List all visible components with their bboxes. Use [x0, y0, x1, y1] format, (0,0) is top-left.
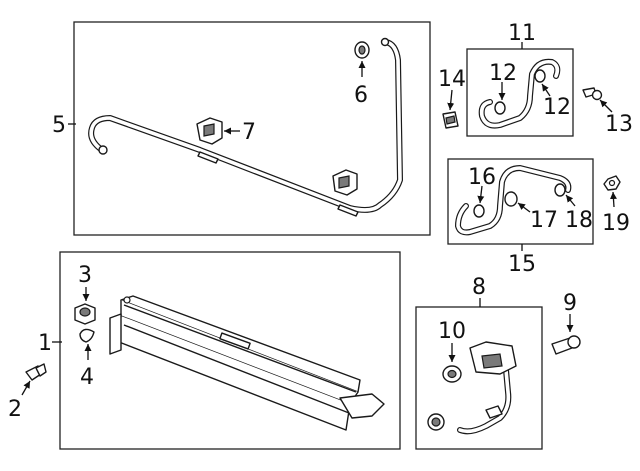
- callout-1: 1: [38, 331, 52, 356]
- leader-2: [21, 380, 31, 396]
- clip-4: [79, 328, 95, 343]
- leader-12b: [541, 83, 551, 97]
- hose-assembly-15: [455, 165, 572, 236]
- callout-16: 16: [468, 165, 496, 190]
- leader-14: [447, 89, 455, 111]
- callout-4: 4: [80, 365, 94, 390]
- bolt-9: [551, 335, 581, 355]
- oil-cooler-1: [109, 295, 385, 431]
- callout-19: 19: [602, 211, 630, 236]
- clip-5b: [332, 169, 358, 196]
- callout-11: 11: [508, 21, 536, 46]
- fitting-3: [74, 303, 96, 325]
- leader-19: [609, 191, 617, 208]
- callout-3: 3: [78, 263, 92, 288]
- callout-12b: 12: [543, 95, 571, 120]
- callout-13: 13: [605, 112, 633, 137]
- seal-10: [442, 365, 462, 383]
- leader-16: [477, 185, 485, 204]
- clip-14: [442, 111, 459, 129]
- callout-14: 14: [438, 67, 466, 92]
- callout-8: 8: [472, 275, 486, 300]
- callout-10: 10: [438, 319, 466, 344]
- cooler-line-assembly: [88, 37, 403, 217]
- callout-2: 2: [8, 397, 22, 422]
- clip-7: [196, 117, 223, 145]
- washer-6: [354, 41, 370, 59]
- callout-7: 7: [242, 120, 256, 145]
- callout-6: 6: [354, 83, 368, 108]
- hose-assembly-11: [478, 58, 561, 129]
- callout-9: 9: [563, 291, 577, 316]
- leader-13: [599, 99, 613, 113]
- callout-15: 15: [508, 252, 536, 277]
- bolt-2: [25, 363, 47, 381]
- nut-19: [603, 175, 621, 191]
- callout-17: 17: [530, 208, 558, 233]
- line-assembly-8: [457, 341, 517, 435]
- callout-18: 18: [565, 208, 593, 233]
- seal-8b: [427, 413, 445, 431]
- leader-18: [565, 194, 576, 207]
- callout-5: 5: [52, 113, 66, 138]
- leader-17: [517, 202, 531, 213]
- callout-12a: 12: [489, 61, 517, 86]
- bolt-13: [582, 87, 603, 101]
